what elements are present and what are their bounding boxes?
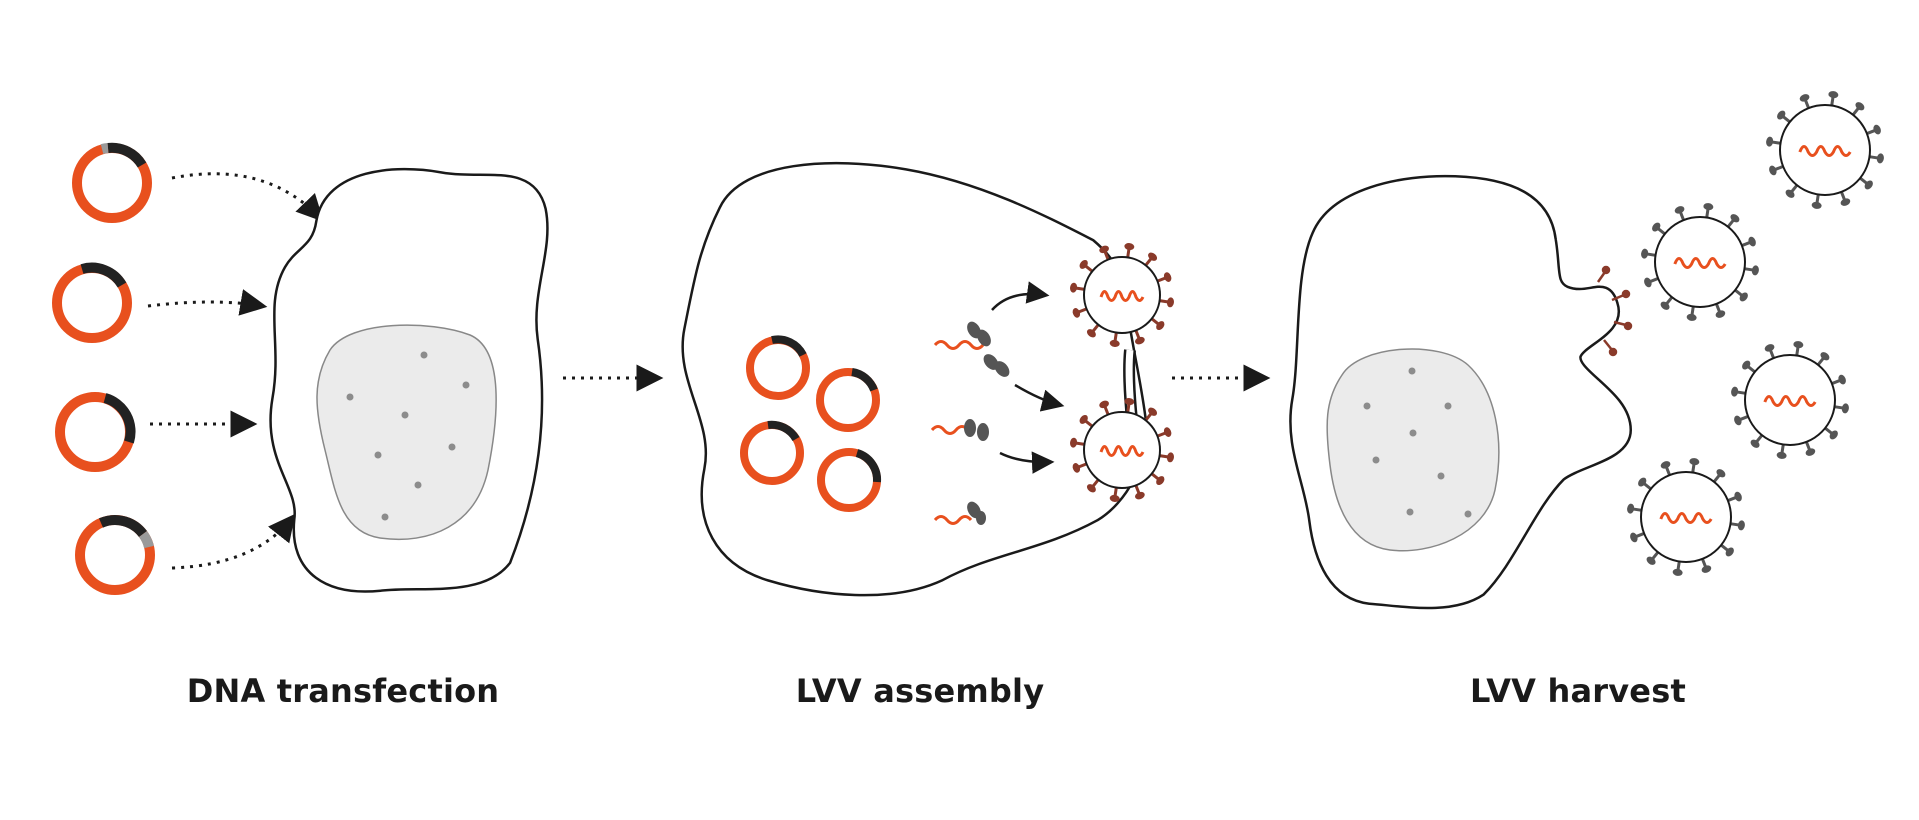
protein-icon (967, 501, 986, 525)
rna-strand-icon (1763, 395, 1817, 407)
virus-particle-icon (1731, 341, 1849, 459)
rna-strand-icon (933, 515, 973, 525)
rna-strand-icon (930, 425, 970, 435)
rna-strand-icon (933, 340, 985, 350)
stage-lvv-harvest (1289, 91, 1884, 610)
plasmid-icon (816, 368, 880, 432)
plasmid-icon (72, 142, 152, 223)
budding-spikes (1596, 265, 1633, 357)
stage-lvv-assembly (681, 161, 1174, 597)
rna-strand-icon (1673, 257, 1727, 269)
nucleus-icon (1326, 348, 1500, 552)
dotted-arrow-icon (171, 513, 296, 570)
rna-strand-icon (1659, 512, 1713, 524)
arrow-icon (999, 451, 1055, 474)
arrow-icon (991, 281, 1050, 311)
virus-particle-icon (1070, 398, 1174, 502)
rna-strand-icon (1099, 445, 1145, 457)
virus-particle-icon (1641, 203, 1759, 321)
dotted-arrow-icon (171, 172, 324, 222)
rna-strand-icon (1099, 290, 1145, 302)
stage-label-dna-transfection: DNA transfection (186, 672, 500, 710)
protein-icon (967, 321, 991, 347)
plasmid-icon (817, 448, 882, 512)
stage-label-lvv-assembly: LVV assembly (795, 672, 1045, 710)
plasmid-icon (740, 420, 804, 485)
plasmid-icon (746, 335, 810, 400)
cell-icon (681, 161, 1148, 597)
protein-icon (964, 419, 989, 441)
dotted-arrow-icon (147, 289, 268, 316)
plasmid-icon (52, 262, 132, 343)
virus-particle-icon (1070, 243, 1174, 347)
virus-particle-icon (1627, 458, 1745, 576)
stage-label-lvv-harvest: LVV harvest (1470, 672, 1686, 710)
plasmid-icon (75, 515, 155, 595)
nucleus-icon (316, 324, 497, 541)
stage-dna-transfection (52, 142, 549, 595)
rna-strand-icon (1798, 145, 1852, 157)
virus-particle-icon (1766, 91, 1884, 209)
plasmid-icon (55, 392, 136, 472)
protein-icon (983, 354, 1010, 377)
arrow-icon (1014, 383, 1065, 412)
